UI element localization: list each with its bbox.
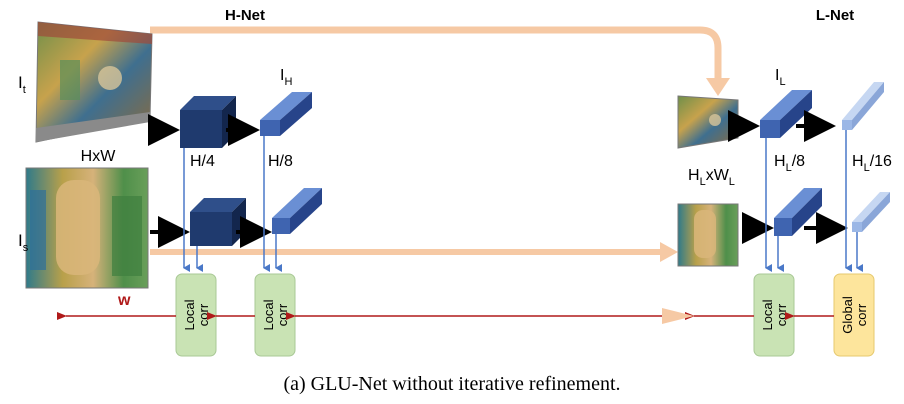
image-it [35, 21, 153, 143]
local-corr-box-1: Local corr [175, 273, 217, 357]
label-hl16: HL/16 [852, 153, 892, 174]
label-il: IL [775, 67, 786, 88]
hnet-title: H-Net [225, 7, 265, 24]
feature-block-h8-top [260, 92, 312, 136]
feature-block-h4-bottom [190, 198, 246, 246]
lnet-title: L-Net [816, 7, 854, 24]
peach-upsample-triangle [662, 308, 694, 324]
global-corr-box: Global corr [833, 273, 875, 357]
local-corr-box-2: Local corr [254, 273, 296, 357]
label-hl8: HL/8 [774, 153, 805, 174]
label-h4: H/4 [190, 153, 215, 170]
feature-block-l16-bottom [852, 192, 890, 232]
feature-block-l16-top [842, 82, 884, 130]
image-is [25, 167, 149, 289]
label-is: Is [18, 231, 29, 254]
feature-block-l8-top [760, 90, 812, 138]
label-ih: IH [280, 67, 292, 88]
feature-block-h8-bottom [272, 188, 322, 234]
svg-text:corr: corr [774, 303, 789, 326]
local-corr-box-3: Local corr [753, 273, 795, 357]
feature-block-l8-bottom [774, 188, 822, 236]
figure-caption: (a) GLU-Net without iterative refinement… [283, 373, 620, 395]
peach-top-arrowhead [706, 78, 730, 96]
peach-mid-arrowhead [660, 242, 678, 262]
black-arrows [148, 110, 848, 248]
svg-text:Local: Local [760, 299, 775, 330]
feature-block-h4-top [180, 96, 236, 148]
svg-text:Global: Global [840, 296, 855, 334]
label-h8: H/8 [268, 153, 293, 170]
label-it: It [18, 73, 26, 96]
svg-text:Local: Local [261, 299, 276, 330]
svg-text:Local: Local [182, 299, 197, 330]
label-w: w [117, 292, 131, 309]
label-hxw: HxW [81, 148, 117, 165]
image-lowres-source [677, 203, 739, 267]
label-hlxwl: HLxWL [688, 167, 735, 188]
svg-text:corr: corr [275, 303, 290, 326]
blue-connectors [183, 130, 863, 272]
peach-top-arrow [150, 26, 722, 80]
svg-text:corr: corr [196, 303, 211, 326]
svg-text:corr: corr [854, 303, 869, 326]
image-lowres-target [677, 95, 739, 149]
